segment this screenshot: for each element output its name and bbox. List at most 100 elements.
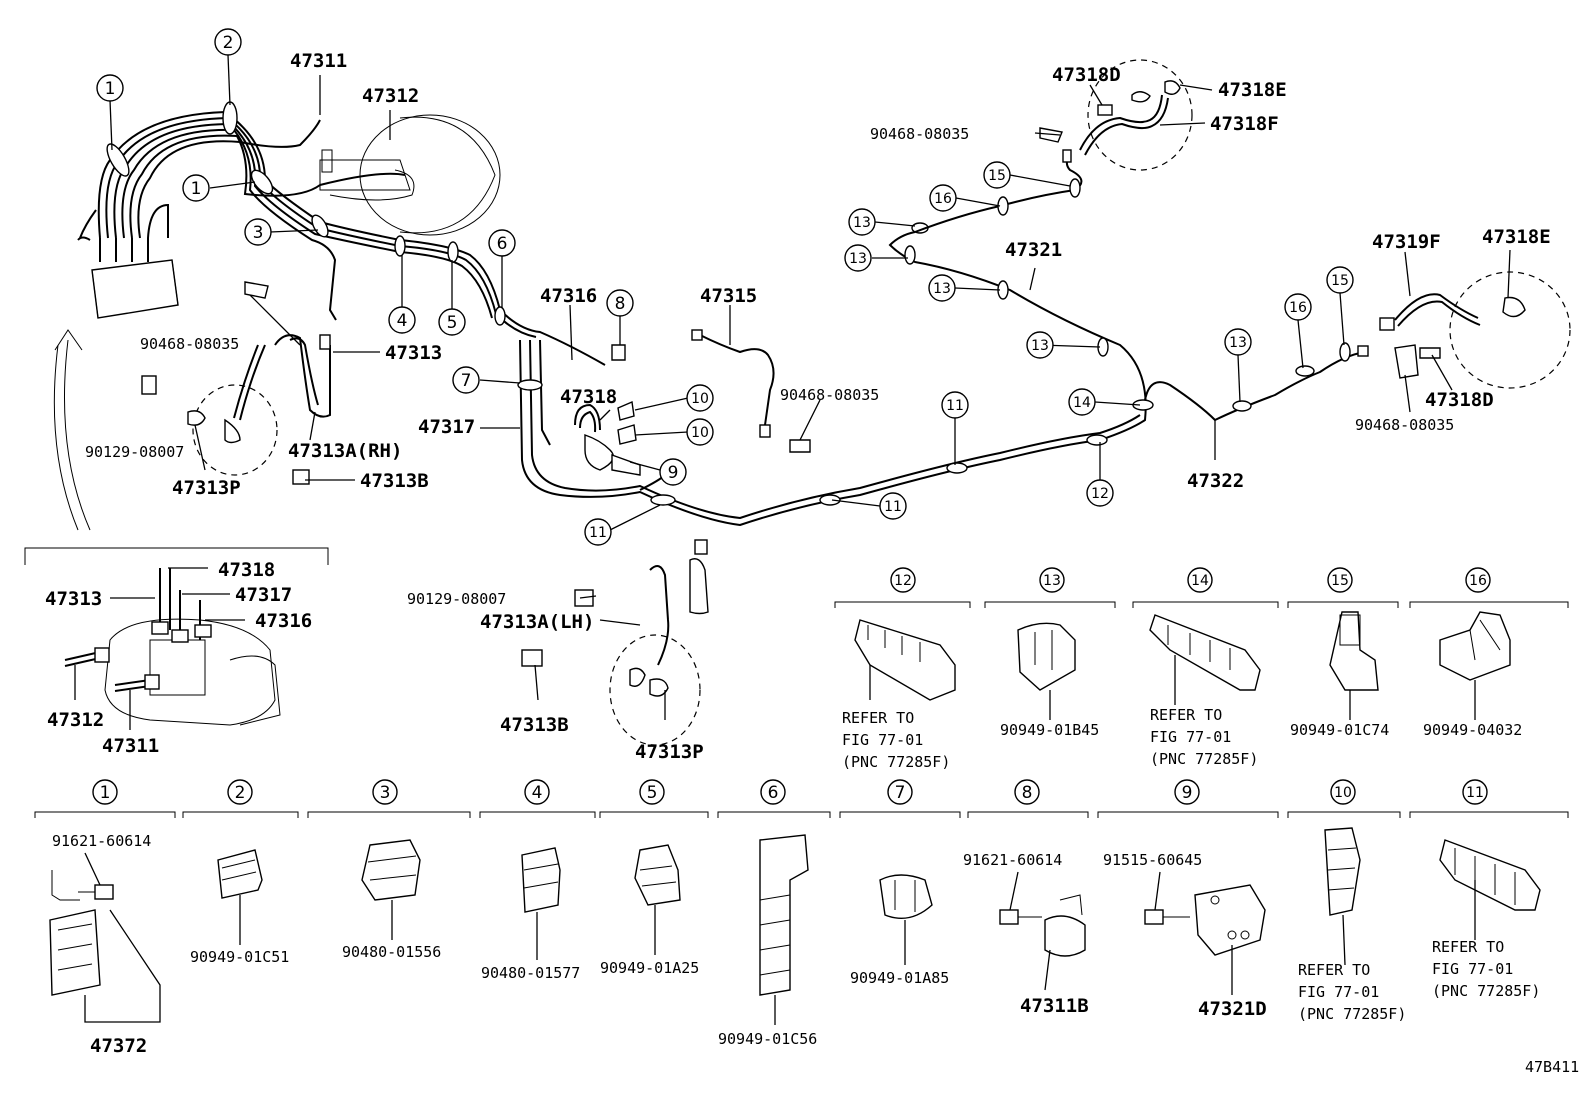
callout-14-a: 14 [1073, 395, 1091, 411]
note-10-line2: FIG 77-01 [1298, 983, 1379, 1001]
clamp-table-top: 12 13 14 15 16 REFER TO FIG 77-01 (PNC 7… [834, 567, 1569, 771]
part-9-clamp: 47321D [1198, 998, 1267, 1020]
inset-label-47317: 47317 [235, 584, 292, 606]
table-callout-1: 1 [100, 783, 111, 803]
rear-right-brake [1379, 271, 1571, 389]
part-3: 90480-01556 [342, 943, 441, 961]
inset-label-47318: 47318 [218, 559, 275, 581]
callout-2-a: 2 [223, 33, 234, 53]
note-10-line1: REFER TO [1298, 961, 1370, 979]
note-10-line3: (PNC 77285F) [1298, 1005, 1406, 1023]
callout-15-b: 15 [1331, 273, 1349, 289]
part-9-bolt: 91515-60645 [1103, 851, 1202, 869]
label-47313B-a: 47313B [360, 470, 429, 492]
label-47318E-b: 47318E [1482, 226, 1551, 248]
callout-13-d: 13 [853, 215, 871, 231]
part-5: 90949-01A25 [600, 959, 699, 977]
valve-block [91, 259, 179, 319]
callout-11-a: 11 [589, 525, 607, 541]
booster-assembly [319, 114, 501, 236]
note-11-line3: (PNC 77285F) [1432, 982, 1540, 1000]
rear-right-line [1144, 342, 1369, 422]
inset-label-47316: 47316 [255, 610, 312, 632]
label-47311: 47311 [290, 50, 347, 72]
note-11-line2: FIG 77-01 [1432, 960, 1513, 978]
part-2: 90949-01C51 [190, 948, 289, 966]
table-callout-14: 14 [1191, 573, 1209, 589]
front-pipe-bundle [77, 101, 606, 366]
label-47313A-RH: 47313A(RH) [288, 440, 402, 462]
table-callout-9: 9 [1182, 783, 1193, 803]
direction-arrow [53, 329, 91, 531]
label-47313: 47313 [385, 342, 442, 364]
callout-1-a: 1 [105, 79, 116, 99]
callout-12-a: 12 [1091, 486, 1109, 502]
callout-3-a: 3 [253, 223, 264, 243]
part-8-clamp: 47311B [1020, 995, 1089, 1017]
note-12-line2: FIG 77-01 [842, 731, 923, 749]
main-labels: 47311 47312 47313 90468-08035 90129-0800… [85, 50, 1551, 763]
part-1-clamp: 47372 [90, 1035, 147, 1057]
inset-label-47312: 47312 [47, 709, 104, 731]
callout-10-a: 10 [691, 391, 709, 407]
callout-11-b: 11 [946, 398, 964, 414]
callout-7-a: 7 [461, 371, 472, 391]
diagram-id: 47B411 [1525, 1058, 1579, 1076]
callout-10-b: 10 [691, 425, 709, 441]
clamp-table-bottom: 1 2 3 4 5 6 7 8 9 10 11 [34, 779, 1569, 1057]
callout-5-a: 5 [447, 313, 458, 333]
note-11-line1: REFER TO [1432, 938, 1504, 956]
label-90129-b: 90129-08007 [407, 590, 506, 608]
part-16: 90949-04032 [1423, 721, 1522, 739]
label-90129-a: 90129-08007 [85, 443, 184, 461]
note-14-line3: (PNC 77285F) [1150, 750, 1258, 768]
callout-9-a: 9 [668, 463, 679, 483]
front-right-hose [141, 281, 331, 485]
callout-4-a: 4 [397, 311, 408, 331]
callout-8-a: 8 [615, 294, 626, 314]
label-90468-a: 90468-08035 [140, 335, 239, 353]
callout-16-b: 16 [1289, 300, 1307, 316]
callout-13-a: 13 [1031, 338, 1049, 354]
table-callout-16: 16 [1469, 573, 1487, 589]
note-14-line1: REFER TO [1150, 706, 1222, 724]
callout-13-b: 13 [933, 281, 951, 297]
callout-15-a: 15 [988, 168, 1006, 184]
label-47321: 47321 [1005, 239, 1062, 261]
front-left-hose [521, 539, 709, 746]
part-4: 90480-01577 [481, 964, 580, 982]
table-callout-13: 13 [1043, 573, 1061, 589]
label-47313P-a: 47313P [172, 477, 241, 499]
part-8-bolt: 91621-60614 [963, 851, 1062, 869]
callout-11-c: 11 [884, 499, 902, 515]
label-47318F: 47318F [1210, 113, 1279, 135]
note-12-line1: REFER TO [842, 709, 914, 727]
table-callout-3: 3 [380, 783, 391, 803]
part-1-bolt: 91621-60614 [52, 832, 151, 850]
note-14-line2: FIG 77-01 [1150, 728, 1231, 746]
label-47318E-a: 47318E [1218, 79, 1287, 101]
table-callout-11: 11 [1466, 785, 1484, 801]
label-47313P-b: 47313P [635, 741, 704, 763]
callout-6-a: 6 [497, 234, 508, 254]
main-callouts: 1 2 1 3 4 5 6 8 7 10 10 9 11 11 11 12 14… [96, 28, 1354, 546]
label-47318D-a: 47318D [1052, 64, 1121, 86]
label-47316: 47316 [540, 285, 597, 307]
label-47315: 47315 [700, 285, 757, 307]
label-47317: 47317 [418, 416, 475, 438]
callout-16-a: 16 [934, 191, 952, 207]
rear-left-line [914, 149, 1083, 233]
note-12-line3: (PNC 77285F) [842, 753, 950, 771]
label-47312: 47312 [362, 85, 419, 107]
center-fittings [574, 344, 641, 476]
label-47318: 47318 [560, 386, 617, 408]
table-callout-6: 6 [768, 783, 779, 803]
label-47322: 47322 [1187, 470, 1244, 492]
label-90468-c: 90468-08035 [870, 125, 969, 143]
inset-label-47311: 47311 [102, 735, 159, 757]
part-15: 90949-01C74 [1290, 721, 1389, 739]
pipe-47315 [691, 329, 811, 453]
table-callout-4: 4 [532, 783, 543, 803]
table-callout-2: 2 [235, 783, 246, 803]
table-callout-7: 7 [895, 783, 906, 803]
